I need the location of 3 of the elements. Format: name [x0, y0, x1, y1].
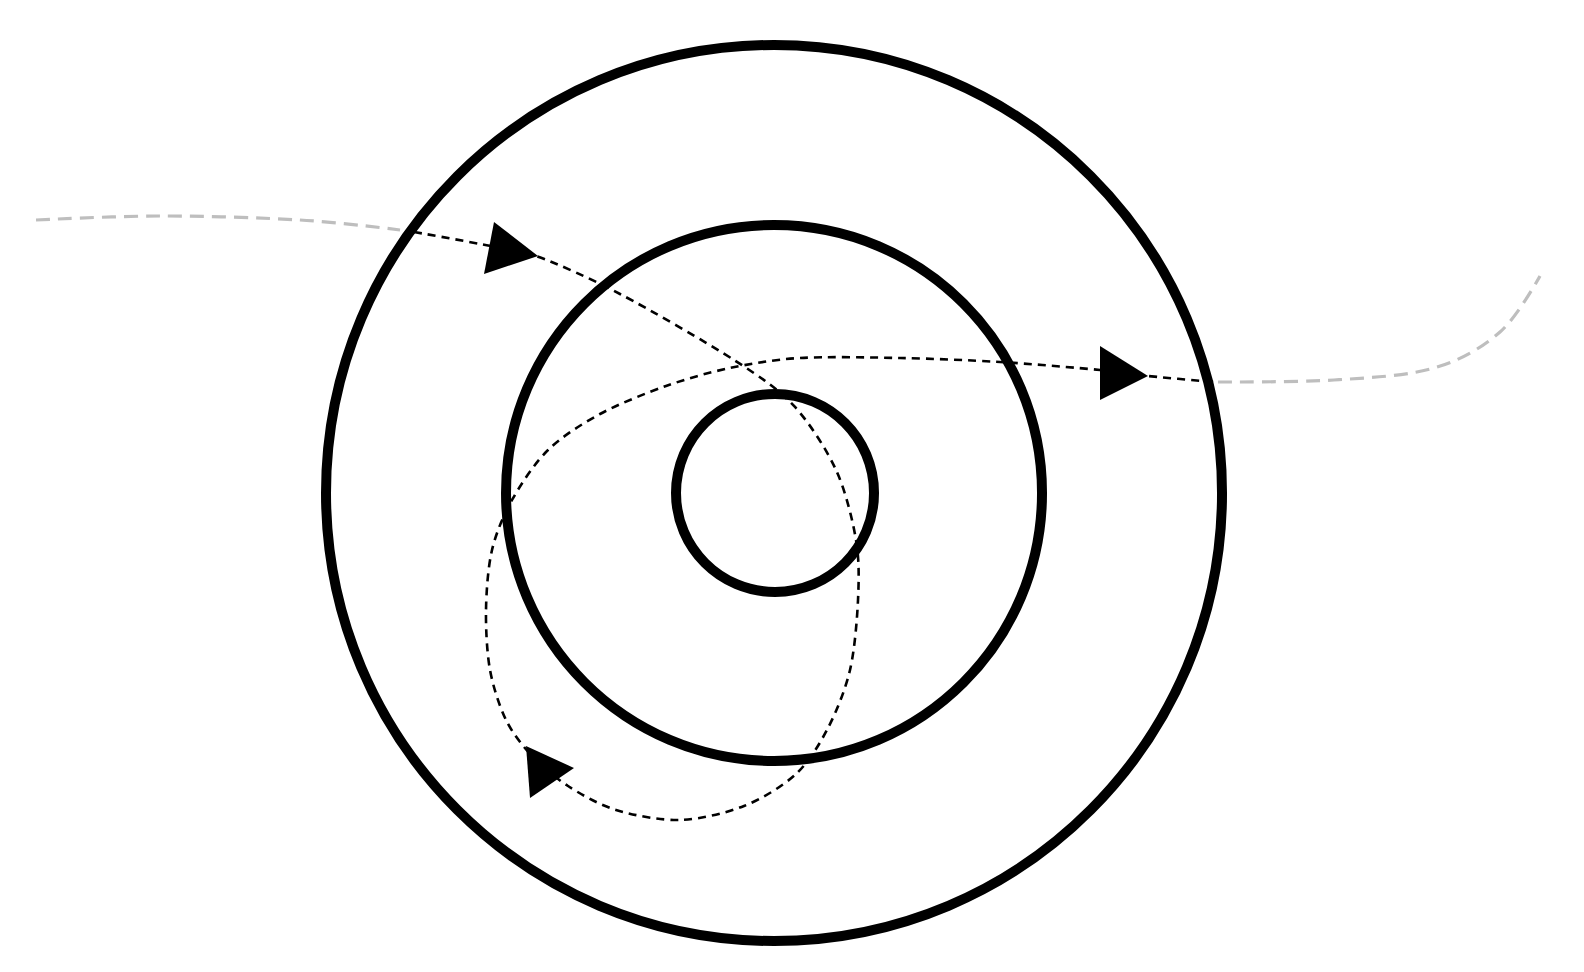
- circle: [321, 40, 1227, 946]
- circle: [671, 389, 879, 597]
- circle: [501, 220, 1047, 766]
